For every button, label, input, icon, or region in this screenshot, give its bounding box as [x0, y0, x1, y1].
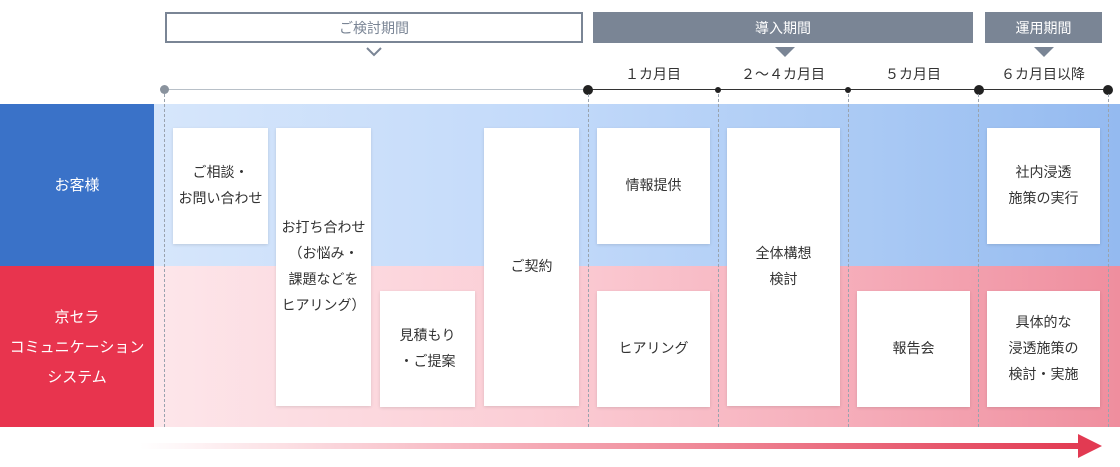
month-5-label: ５カ月目	[885, 67, 941, 83]
row-label-customer-text: お客様	[54, 176, 100, 194]
concrete-text: 検討・実施	[1008, 367, 1079, 383]
phase-consider-label: ご検討期間	[339, 20, 409, 37]
concrete-box: 具体的な 浸透施策の 検討・実施	[987, 291, 1100, 407]
internal-box: 社内浸透 施策の実行	[987, 128, 1100, 244]
month-2-4: ２〜４カ月目	[718, 60, 848, 88]
hearing-meeting-text: （お悩み・	[288, 246, 359, 262]
consult-text: ご相談・	[192, 165, 249, 181]
plan-text: 検討	[769, 272, 798, 288]
month-2-4-label: ２〜４カ月目	[741, 67, 825, 83]
progress-arrow	[140, 434, 1108, 458]
hearing-meeting-text: お打ち合わせ	[281, 220, 366, 236]
plan-text: 全体構想	[755, 246, 812, 262]
report-box: 報告会	[857, 291, 970, 407]
timeline-end-dot	[1103, 85, 1113, 95]
phase-operation-label: 運用期間	[1015, 20, 1072, 37]
phase-operation-chevron-icon	[1034, 42, 1054, 57]
timeline-dot	[583, 85, 593, 95]
contract-text: ご契約	[510, 259, 553, 275]
plan-box: 全体構想 検討	[727, 128, 840, 406]
phase-intro-chevron-icon	[775, 42, 795, 57]
hearing-text: ヒアリング	[618, 341, 689, 357]
phase-consider: ご検討期間	[165, 12, 583, 43]
timeline-line-light	[165, 89, 588, 90]
hearing-meeting-text: 課題などを	[288, 272, 359, 288]
phase-operation: 運用期間	[985, 12, 1102, 43]
internal-text: 社内浸透	[1015, 165, 1072, 181]
month-1-label: １カ月目	[625, 67, 681, 83]
row-label-company: 京セラ コミュニケーション システム	[0, 266, 154, 427]
phase-intro: 導入期間	[593, 12, 973, 43]
estimate-text: 見積もり	[399, 328, 456, 344]
timeline-dot	[845, 87, 851, 93]
timeline-start-dot	[160, 85, 169, 94]
concrete-text: 浸透施策の	[1008, 341, 1079, 357]
hearing-box: ヒアリング	[597, 291, 710, 407]
company-name-line: システム	[47, 367, 107, 386]
hearing-meeting-text: ヒアリング）	[281, 298, 366, 314]
internal-text: 施策の実行	[1008, 191, 1079, 207]
guide-line	[848, 94, 849, 427]
guide-line	[978, 94, 979, 427]
report-text: 報告会	[892, 341, 935, 357]
company-name-line: 京セラ	[54, 307, 100, 326]
estimate-box: 見積もり ・ご提案	[380, 291, 475, 407]
company-name-line: コミュニケーション	[9, 337, 145, 356]
concrete-text: 具体的な	[1015, 315, 1072, 331]
phase-consider-chevron-icon	[366, 42, 382, 57]
month-6-plus: ６カ月目以降	[978, 60, 1108, 88]
consult-text: お問い合わせ	[178, 191, 263, 207]
month-5: ５カ月目	[848, 60, 978, 88]
contract-box: ご契約	[484, 128, 579, 406]
month-1: １カ月目	[588, 60, 718, 88]
info-box: 情報提供	[597, 128, 710, 244]
guide-line	[164, 94, 165, 427]
hearing-meeting-box: お打ち合わせ （お悩み・ 課題などを ヒアリング）	[276, 128, 371, 406]
month-6-plus-label: ６カ月目以降	[1001, 67, 1085, 83]
guide-line	[588, 94, 589, 427]
phase-intro-label: 導入期間	[755, 20, 811, 37]
timeline-dot	[715, 87, 721, 93]
guide-line	[1108, 94, 1109, 427]
info-text: 情報提供	[625, 178, 682, 194]
row-label-customer: お客様	[0, 104, 154, 266]
guide-line	[718, 94, 719, 427]
estimate-text: ・ご提案	[399, 354, 456, 370]
timeline-dot	[974, 85, 984, 95]
consult-box: ご相談・ お問い合わせ	[173, 128, 268, 244]
